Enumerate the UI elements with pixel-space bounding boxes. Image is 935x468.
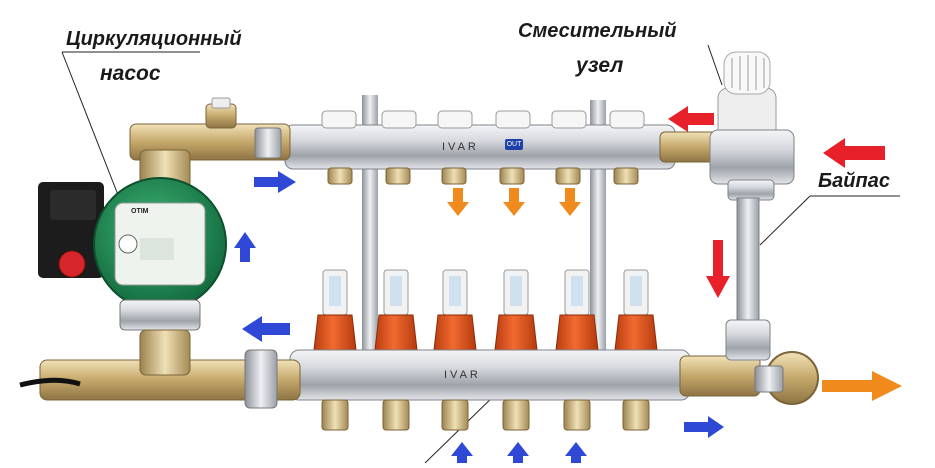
pump-lower-fitting (139, 329, 191, 376)
inlet-fitting (502, 399, 530, 431)
mixing-unit (709, 51, 795, 361)
pump-label-line1: Циркуляционный (66, 28, 242, 50)
manifold-brand-bottom: IVAR (444, 369, 481, 381)
pump-brand: OTIM (131, 208, 149, 215)
pump-label-area (140, 238, 174, 260)
inlet-fitting (563, 399, 591, 431)
supply-badge: OUT (505, 139, 523, 150)
arrow-right-orange (822, 371, 902, 401)
pump-vent-screw (118, 234, 138, 254)
mixer-label-line1: Смесительный (518, 20, 677, 42)
return-end-coupling (679, 355, 761, 397)
outlet-fitting (555, 167, 581, 185)
flow-arrows (234, 106, 902, 463)
inlet-fitting (321, 399, 349, 431)
outlet-fitting (441, 167, 467, 185)
inlet-fitting (441, 399, 469, 431)
flowmeter (494, 269, 538, 351)
return-union-nut (244, 349, 278, 409)
outlet-nut (754, 365, 784, 393)
mixing-valve-body (709, 129, 795, 185)
knob-ribs (731, 55, 765, 91)
arrow-down-red (706, 240, 730, 298)
return-inlets (321, 399, 650, 431)
supply-valve-caps (321, 110, 645, 129)
supply-end-coupling (659, 131, 717, 163)
bracket-left (362, 95, 378, 395)
arrow-right-blue (684, 416, 724, 438)
supply-manifold-bar (284, 124, 676, 170)
inlet-fitting (382, 399, 410, 431)
arrow-up-blue (565, 442, 587, 463)
outlet-fitting (385, 167, 411, 185)
arrow-left-red (823, 138, 885, 168)
arrow-down-orange (447, 188, 469, 216)
arrow-left-red (668, 106, 714, 132)
arrow-up-blue (507, 442, 529, 463)
thermostatic-knob (723, 51, 771, 95)
return-arrows (234, 171, 724, 463)
mixer-leader-line (707, 44, 723, 86)
flowmeters (313, 269, 658, 351)
manifold-brand-top: IVAR (442, 141, 479, 153)
pump-label-line2: насос (100, 62, 161, 85)
outlet-fitting (499, 167, 525, 185)
arrow-down-orange (503, 188, 525, 216)
pump-cable (19, 377, 81, 388)
return-manifold-bar (289, 349, 691, 401)
pump-lower-flange (119, 299, 201, 331)
flowmeter (614, 269, 658, 351)
valve-cap (321, 110, 357, 129)
valve-cap (609, 110, 645, 129)
bypass-pipe (736, 197, 760, 324)
arrow-up-blue (234, 232, 256, 262)
supply-outlets (327, 167, 639, 185)
inlet-fitting (622, 399, 650, 431)
arrow-right-blue (254, 171, 296, 193)
arrow-up-blue (451, 442, 473, 463)
valve-cap (437, 110, 473, 129)
supply-manifold (284, 110, 717, 185)
flowmeter (433, 269, 477, 351)
mixer-label-line2: узел (576, 54, 624, 77)
pump-cover (50, 190, 96, 220)
supply-arrows (447, 188, 902, 401)
mixing-valve-nut (727, 179, 775, 201)
flowmeter (374, 269, 418, 351)
outlet-fitting (327, 167, 353, 185)
valve-cap (495, 110, 531, 129)
pump-leader-line (61, 51, 121, 201)
circulation-pump (38, 177, 227, 331)
bypass-leader-line (759, 195, 811, 246)
outlet-fitting (613, 167, 639, 185)
arrow-left-blue (242, 316, 290, 342)
return-manifold (19, 269, 819, 431)
bypass-lower-fitting (725, 319, 771, 361)
valve-cap (381, 110, 417, 129)
flowmeter (313, 269, 357, 351)
arrow-down-orange (559, 188, 581, 216)
bypass-label: Байпас (818, 170, 890, 192)
hot-inlet-arrow (668, 106, 885, 298)
valve-cap (551, 110, 587, 129)
air-vent-cap (211, 97, 231, 109)
pump-speed-knob (58, 250, 86, 278)
union-nut (254, 127, 282, 159)
